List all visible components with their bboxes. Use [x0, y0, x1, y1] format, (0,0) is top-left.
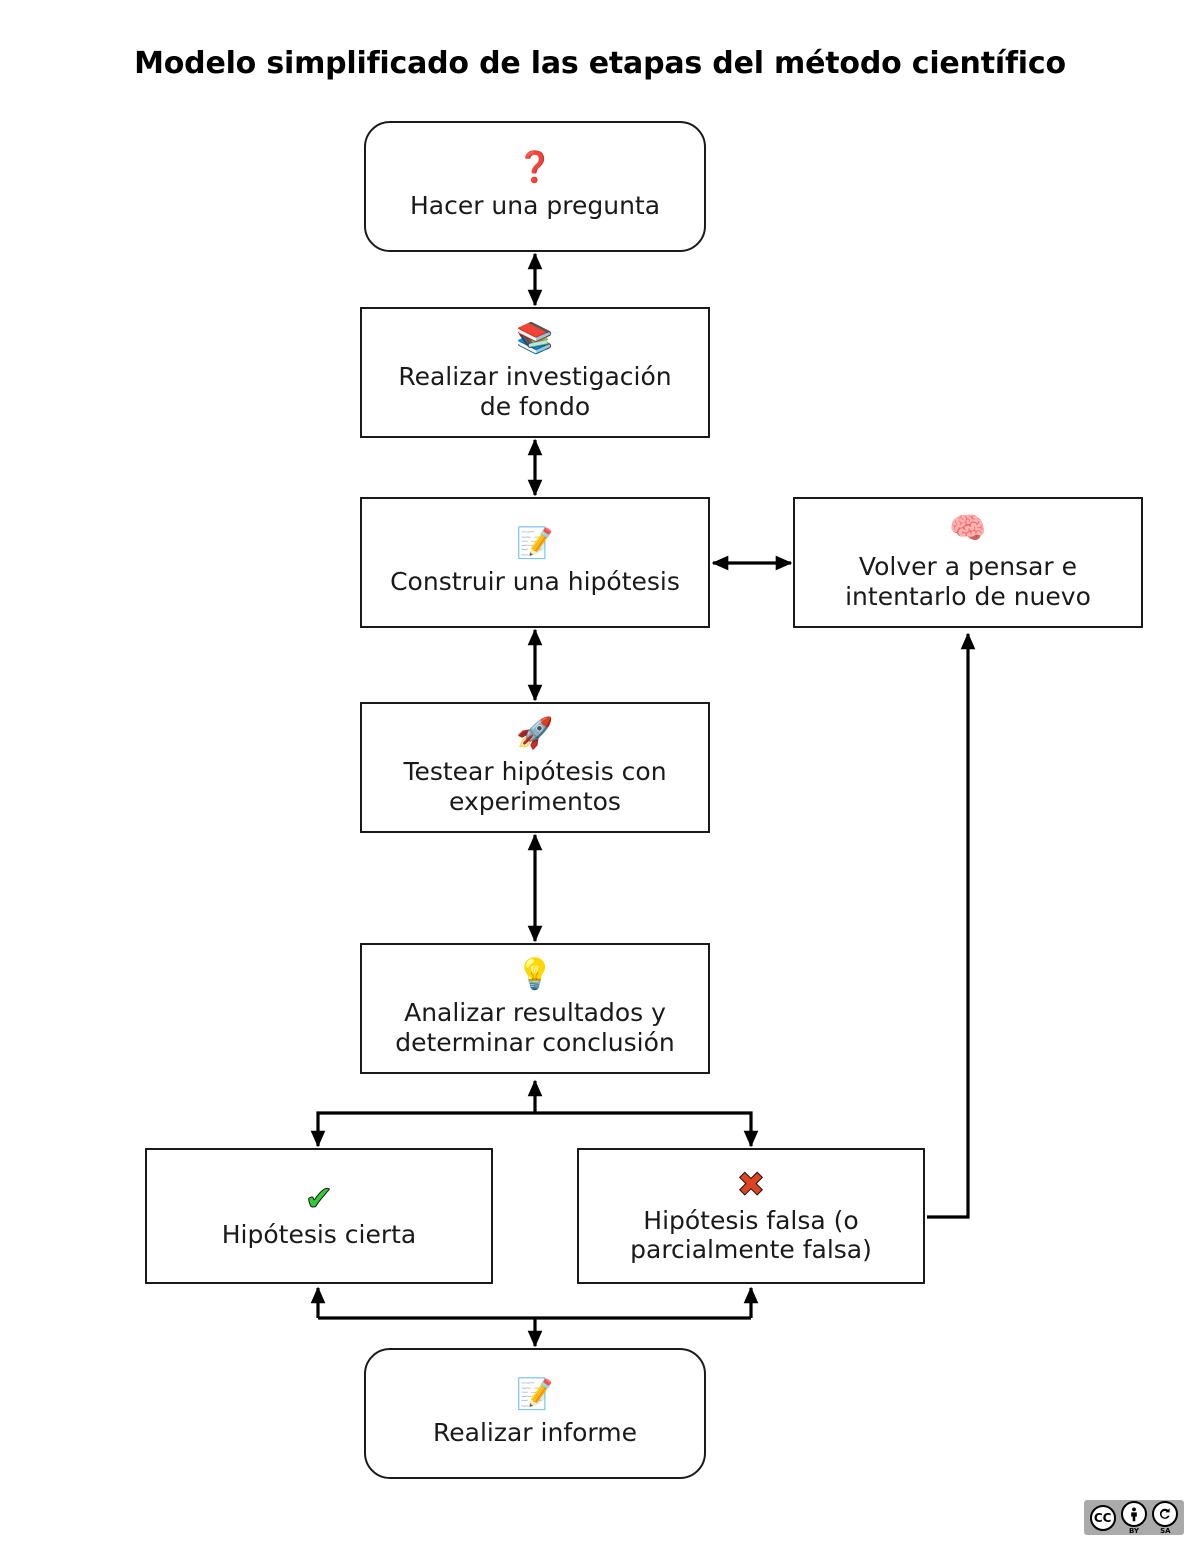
share-alike-icon [1152, 1500, 1179, 1527]
node-make-report[interactable]: 📝 Realizar informe [364, 1348, 706, 1479]
node-label: Construir una hipótesis [390, 566, 680, 596]
memo-pencil-icon: 📝 [516, 525, 554, 561]
cc-by-col: BY [1120, 1500, 1147, 1535]
rocket-icon: 🚀 [516, 716, 554, 751]
node-label: Testear hipótesis con experimentos [403, 757, 667, 816]
node-hypothesis-true[interactable]: ✔ Hipótesis cierta [145, 1148, 493, 1284]
node-hypothesis-false[interactable]: ✖ Hipótesis falsa (o parcialmente falsa) [577, 1148, 925, 1284]
node-construct-hypothesis[interactable]: 📝 Construir una hipótesis [360, 497, 710, 628]
question-mark-icon: ❓ [516, 149, 554, 185]
edge-false-feedback-to-rethink [927, 632, 976, 1219]
cc-by-label: BY [1128, 1526, 1139, 1535]
cc-icon: CC [1089, 1504, 1116, 1531]
node-label: Hacer una pregunta [409, 190, 661, 220]
node-label: Realizar informe [433, 1417, 637, 1447]
creative-commons-license-badge[interactable]: CC BY SA [1084, 1500, 1184, 1535]
edge-analyze-branch-right [535, 1111, 759, 1148]
edge-analyze-branch-left [310, 1111, 535, 1148]
node-label: Hipótesis cierta [221, 1220, 417, 1250]
light-bulb-icon: 💡 [516, 957, 554, 992]
node-analyze-results[interactable]: 💡 Analizar resultados y determinar concl… [360, 943, 710, 1074]
cc-sa-label: SA [1160, 1526, 1171, 1535]
cc-sa-col: SA [1152, 1500, 1179, 1535]
person-icon [1120, 1500, 1147, 1527]
node-label: Realizar investigación de fondo [398, 362, 672, 421]
books-icon: 📚 [516, 321, 554, 356]
node-test-hypothesis[interactable]: 🚀 Testear hipótesis con experimentos [360, 702, 710, 833]
report-memo-icon: 📝 [516, 1376, 554, 1412]
red-cross-icon: ✖ [736, 1164, 766, 1205]
node-label: Hipótesis falsa (o parcialmente falsa) [630, 1205, 872, 1265]
cc-logo-col: CC [1089, 1504, 1116, 1531]
page-title: Modelo simplificado de las etapas del mé… [134, 46, 1066, 81]
node-ask-question[interactable]: ❓ Hacer una pregunta [364, 121, 706, 252]
green-check-icon: ✔ [304, 1179, 334, 1220]
node-rethink-retry[interactable]: 🧠 Volver a pensar e intentarlo de nuevo [793, 497, 1143, 628]
node-label: Analizar resultados y determinar conclus… [395, 998, 675, 1057]
brain-icon: 🧠 [949, 511, 987, 546]
node-label: Volver a pensar e intentarlo de nuevo [845, 552, 1091, 611]
node-background-research[interactable]: 📚 Realizar investigación de fondo [360, 307, 710, 438]
